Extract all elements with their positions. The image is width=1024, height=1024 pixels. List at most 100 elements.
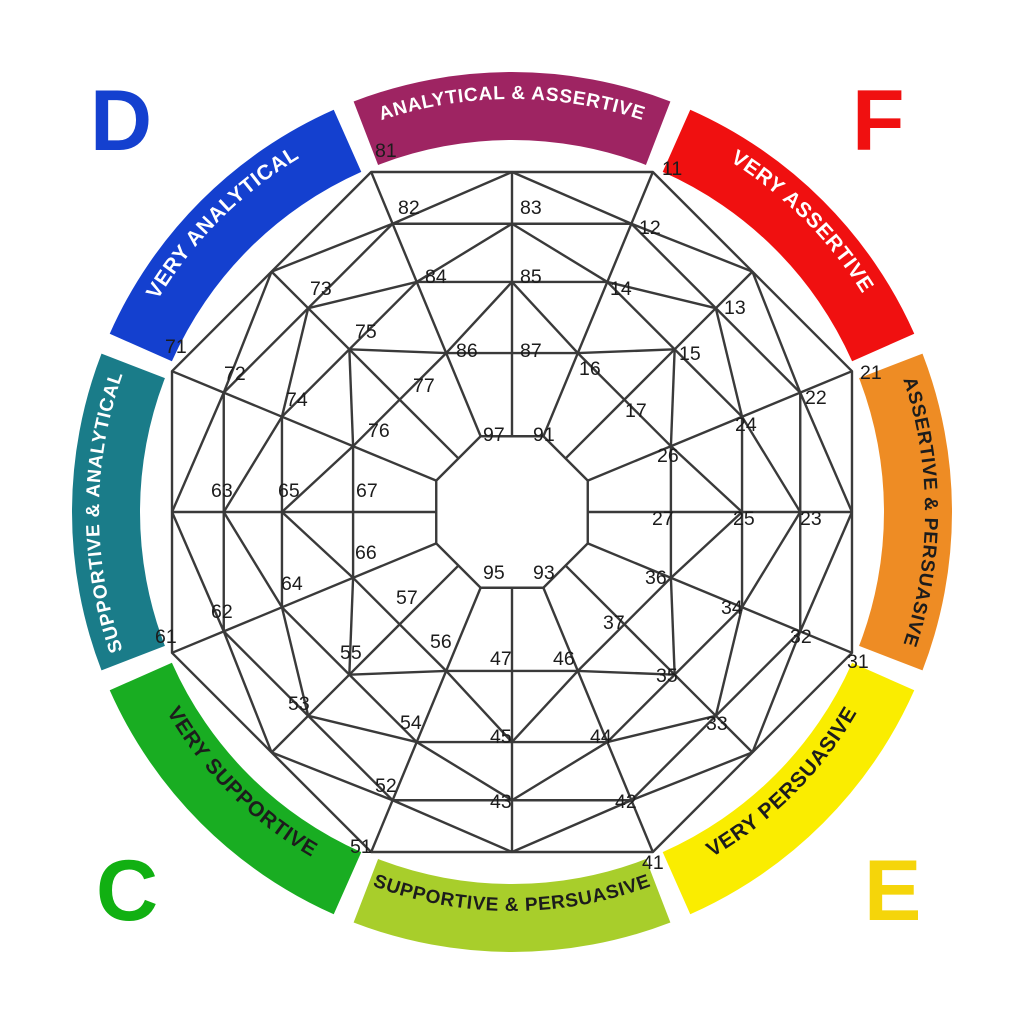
- corner-letter-c: C: [96, 843, 159, 939]
- corner-letter-e: E: [864, 843, 922, 939]
- cell-number-36: 36: [645, 567, 667, 589]
- grid-spoke-mid-7: [270, 270, 460, 460]
- cell-number-42: 42: [615, 791, 637, 813]
- corner-letter-f: F: [852, 73, 905, 169]
- grid-spoke-corner-2: [587, 370, 853, 482]
- cell-number-77: 77: [413, 375, 435, 397]
- cell-number-83: 83: [520, 197, 542, 219]
- grid-diagonal-2-1-a: [741, 416, 802, 513]
- cell-number-14: 14: [610, 278, 632, 300]
- cell-number-95: 95: [483, 562, 505, 584]
- cell-number-12: 12: [639, 217, 661, 239]
- band-supportive-analytical: [71, 353, 165, 671]
- cell-number-51: 51: [350, 836, 372, 858]
- grid-diagonal-2-1-b: [741, 511, 802, 608]
- cell-number-47: 47: [490, 648, 512, 670]
- band-analytical-assertive: [353, 71, 671, 165]
- cell-number-91: 91: [533, 424, 555, 446]
- grid-diagonal-5-0-a: [271, 751, 394, 802]
- grid-diagonal-4-0-b: [392, 799, 513, 854]
- cell-number-17: 17: [625, 400, 647, 422]
- cell-number-62: 62: [211, 601, 233, 623]
- cell-number-26: 26: [657, 445, 679, 467]
- cell-number-71: 71: [165, 336, 187, 358]
- grid-diagonal-4-1-a: [511, 741, 608, 802]
- cell-number-82: 82: [398, 197, 420, 219]
- cell-number-61: 61: [155, 626, 177, 648]
- grid-diagonal-7-2-b: [349, 348, 447, 355]
- cell-number-24: 24: [735, 414, 757, 436]
- cell-number-85: 85: [520, 266, 542, 288]
- cell-number-27: 27: [652, 508, 674, 530]
- grid-diagonal-5-2-a: [349, 669, 447, 676]
- cell-number-25: 25: [733, 508, 755, 530]
- grid-diagonal-4-2-b: [445, 670, 513, 743]
- cell-number-35: 35: [656, 665, 678, 687]
- grid-diagonal-7-1-b: [307, 280, 417, 310]
- cell-number-75: 75: [355, 321, 377, 343]
- cell-number-63: 63: [211, 480, 233, 502]
- cell-number-21: 21: [860, 362, 882, 384]
- grid-diagonal-3-1-a: [714, 607, 744, 717]
- grid-diagonal-0-1-b: [511, 222, 608, 283]
- grid-diagonal-0-2-a: [445, 281, 513, 354]
- cell-number-32: 32: [790, 626, 812, 648]
- grid-diagonal-2-2-b: [670, 511, 743, 579]
- grid-diagonal-0-2-b: [511, 281, 579, 354]
- grid-diagonal-4-1-b: [416, 741, 513, 802]
- cell-number-72: 72: [224, 363, 246, 385]
- grid-ring-0: [170, 170, 854, 854]
- band-very-assertive: [662, 109, 915, 362]
- grid-diagonal-4-2-a: [511, 670, 579, 743]
- grid-diagonal-6-0-b: [170, 392, 225, 513]
- grid-diagonal-2-0-b: [799, 511, 854, 632]
- grid-diagonal-3-1-b: [607, 714, 717, 744]
- grid-diagonal-0-0-a: [392, 170, 513, 225]
- grid-spoke-corner-4: [542, 587, 654, 853]
- cell-number-13: 13: [724, 297, 746, 319]
- band-supportive-persuasive: [353, 859, 671, 952]
- grid-diagonal-3-0-b: [630, 751, 753, 802]
- octagon-grid: [170, 170, 854, 854]
- grid-diagonal-7-2-a: [348, 349, 355, 447]
- grid-diagonal-1-0-a: [630, 222, 753, 273]
- grid-spoke-corner-5: [370, 587, 482, 853]
- cell-number-22: 22: [805, 387, 827, 409]
- grid-spoke-corner-7: [171, 370, 437, 482]
- cell-number-55: 55: [340, 642, 362, 664]
- cell-number-41: 41: [642, 852, 664, 874]
- cell-number-93: 93: [533, 562, 555, 584]
- band-very-analytical: [109, 109, 362, 362]
- grid-diagonal-0-1-a: [416, 222, 513, 283]
- grid-diagonal-5-2-b: [348, 577, 355, 675]
- grid-ring-4: [435, 435, 589, 589]
- grid-diagonal-6-2-b: [281, 445, 354, 513]
- cell-number-76: 76: [368, 420, 390, 442]
- grid-diagonal-5-1-b: [280, 607, 310, 717]
- grid-diagonal-6-1-b: [222, 416, 283, 513]
- cell-number-31: 31: [847, 651, 869, 673]
- grid-diagonal-2-2-a: [670, 445, 743, 513]
- cell-number-45: 45: [490, 726, 512, 748]
- grid-diagonal-7-1-a: [280, 307, 310, 417]
- cell-number-57: 57: [396, 587, 418, 609]
- cell-number-84: 84: [425, 266, 447, 288]
- cell-number-53: 53: [288, 693, 310, 715]
- grid-diagonal-3-2-a: [669, 577, 676, 675]
- band-assertive-persuasive: [859, 353, 952, 671]
- grid-diagonal-3-2-b: [577, 669, 675, 676]
- cell-number-44: 44: [590, 726, 612, 748]
- grid-diagonal-1-2-b: [669, 349, 676, 447]
- cell-number-15: 15: [679, 343, 701, 365]
- grid-diagonal-7-0-b: [271, 222, 394, 273]
- grid-spoke-corner-0: [370, 171, 482, 437]
- cell-number-56: 56: [430, 631, 452, 653]
- cell-number-67: 67: [356, 480, 378, 502]
- cell-number-33: 33: [706, 713, 728, 735]
- cell-number-87: 87: [520, 340, 542, 362]
- cell-number-43: 43: [490, 791, 512, 813]
- grid-spoke-corner-1: [542, 171, 654, 437]
